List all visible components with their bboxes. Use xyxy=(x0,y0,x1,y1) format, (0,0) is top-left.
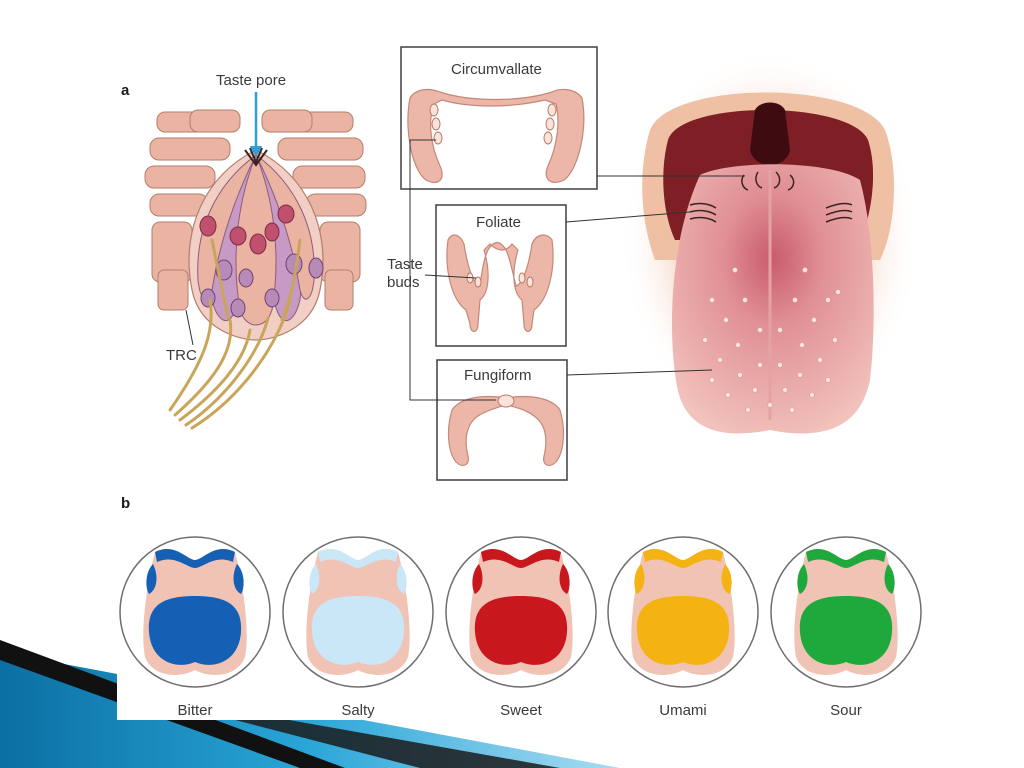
taste-buds-label-line1: Taste xyxy=(387,256,423,273)
caption-salty: Salty xyxy=(341,702,375,719)
back-region xyxy=(155,548,235,568)
tip-region xyxy=(148,596,242,665)
back-region xyxy=(806,548,886,568)
right-side-region xyxy=(721,564,732,594)
left-side-region xyxy=(472,564,483,594)
trc-label: TRC xyxy=(166,347,197,364)
taste-buds-label-line2: buds xyxy=(387,274,420,291)
taste-map-sour xyxy=(770,536,922,688)
panel-b-letter: b xyxy=(121,495,130,512)
taste-map-bitter xyxy=(119,536,271,688)
tongue-illustration xyxy=(620,50,920,434)
panel-a-letter: a xyxy=(121,82,130,99)
back-region xyxy=(318,548,398,568)
left-side-region xyxy=(797,564,808,594)
taste-pore-label: Taste pore xyxy=(216,72,286,89)
circumvallate-label: Circumvallate xyxy=(451,61,542,78)
foliate-label: Foliate xyxy=(476,214,521,231)
taste-map-umami xyxy=(607,536,759,688)
taste-maps xyxy=(119,536,922,688)
right-side-region xyxy=(396,564,407,594)
fungiform-label: Fungiform xyxy=(464,367,532,384)
left-side-region xyxy=(309,564,320,594)
taste-map-salty xyxy=(282,536,434,688)
caption-sour: Sour xyxy=(830,702,862,719)
tip-region xyxy=(311,596,405,665)
right-side-region xyxy=(233,564,244,594)
left-side-region xyxy=(146,564,157,594)
taste-map-sweet xyxy=(445,536,597,688)
left-side-region xyxy=(634,564,645,594)
back-region xyxy=(481,548,561,568)
right-side-region xyxy=(559,564,570,594)
circumvallate-box xyxy=(400,46,598,190)
taste-bud-illustration xyxy=(144,92,367,430)
back-region xyxy=(643,548,723,568)
taste-buds-leaders xyxy=(409,139,496,401)
right-side-region xyxy=(884,564,895,594)
tip-region xyxy=(636,596,730,665)
caption-umami: Umami xyxy=(659,702,707,719)
caption-bitter: Bitter xyxy=(177,702,213,719)
tip-region xyxy=(799,596,893,665)
caption-sweet: Sweet xyxy=(500,702,542,719)
fungiform-box xyxy=(436,359,568,481)
foliate-box xyxy=(435,204,567,347)
papillae-leaders xyxy=(565,175,745,376)
tip-region xyxy=(474,596,568,665)
